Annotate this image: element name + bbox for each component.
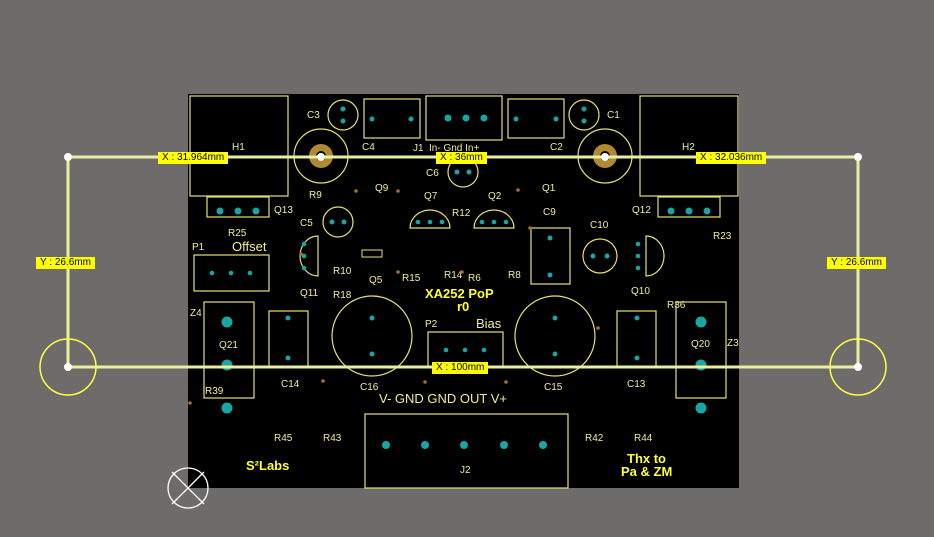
- label-c2: C2: [550, 142, 563, 153]
- label-z3: Z3: [727, 338, 739, 349]
- resistor-r10[interactable]: [361, 249, 383, 258]
- transistor-q21[interactable]: Q21: [203, 301, 255, 414]
- label-c16: C16: [360, 382, 379, 393]
- label-c10: C10: [590, 220, 609, 231]
- transistor-q2[interactable]: [473, 209, 515, 229]
- label-r44: R44: [634, 433, 653, 444]
- label-j1-pins: In- Gnd In+: [429, 143, 479, 154]
- label-q2: Q2: [488, 191, 502, 202]
- label-h2: H2: [682, 142, 695, 153]
- label-r10: R10: [333, 266, 352, 277]
- label-r8: R8: [508, 270, 521, 281]
- label-r45: R45: [274, 433, 293, 444]
- label-r39: R39: [205, 386, 224, 397]
- capacitor-c16[interactable]: C16: [331, 295, 413, 393]
- label-j2: J2: [460, 465, 471, 476]
- capacitor-c1[interactable]: C1: [568, 99, 620, 131]
- heatsink-h2[interactable]: H2: [639, 95, 739, 197]
- label-q7: Q7: [424, 191, 438, 202]
- measure-tag-top-left[interactable]: X : 31.964mm: [158, 152, 229, 164]
- capacitor-c2[interactable]: C2: [507, 98, 565, 153]
- label-c13: C13: [627, 379, 646, 390]
- label-q13: Q13: [274, 205, 293, 216]
- transistor-q13[interactable]: Q13: [206, 196, 293, 218]
- label-q11: Q11: [300, 288, 319, 299]
- board-logo: S²Labs: [246, 458, 289, 473]
- label-r42: R42: [585, 433, 604, 444]
- transistor-q12[interactable]: Q12: [632, 196, 721, 218]
- measure-tag-left[interactable]: Y : 26.6mm: [36, 257, 95, 269]
- capacitor-c4[interactable]: C4: [362, 98, 421, 153]
- label-c3: C3: [307, 110, 320, 121]
- label-c6: C6: [426, 168, 439, 179]
- label-r15: R15: [402, 273, 421, 284]
- measure-tag-top-right[interactable]: X : 32.036mm: [696, 152, 767, 164]
- label-z4: Z4: [190, 308, 202, 319]
- trimmer-p1[interactable]: P1 Offset: [192, 239, 270, 292]
- label-q10: Q10: [631, 286, 650, 297]
- label-r6: R6: [468, 273, 481, 284]
- label-p1: P1: [192, 242, 205, 253]
- label-offset: Offset: [232, 239, 267, 254]
- label-c14: C14: [281, 379, 300, 390]
- measurement-overlay[interactable]: [39, 153, 887, 396]
- label-j1: J1: [413, 143, 424, 154]
- credit-line-2: Pa & ZM: [621, 464, 672, 479]
- label-r14: R14: [444, 270, 463, 281]
- measure-tag-right[interactable]: Y : 26.6mm: [827, 257, 886, 269]
- connector-j1[interactable]: J1 In- Gnd In+: [413, 95, 503, 154]
- label-j2-pins: V- GND GND OUT V+: [379, 391, 507, 406]
- label-r43: R43: [323, 433, 342, 444]
- label-q12: Q12: [632, 205, 651, 216]
- label-c5: C5: [300, 218, 313, 229]
- label-r23: R23: [713, 231, 732, 242]
- label-r9: R9: [309, 190, 322, 201]
- transistor-q10[interactable]: Q10: [631, 235, 665, 297]
- origin-crosshair-icon[interactable]: [167, 467, 209, 509]
- trimmer-p2[interactable]: P2 Bias: [425, 316, 504, 368]
- board-revision: r0: [457, 299, 469, 314]
- capacitor-c5[interactable]: C5: [300, 206, 354, 238]
- credit-line-1: Thx to: [627, 451, 666, 466]
- connector-j2[interactable]: J2: [364, 413, 569, 489]
- label-p2: P2: [425, 319, 438, 330]
- label-c4: C4: [362, 142, 375, 153]
- board-title: XA252 PoP: [425, 286, 494, 301]
- heatsink-h1[interactable]: H1: [189, 95, 289, 197]
- label-q5: Q5: [369, 275, 383, 286]
- label-h1: H1: [232, 142, 245, 153]
- transistor-q11[interactable]: Q11: [299, 235, 319, 299]
- capacitor-c15[interactable]: C15: [514, 295, 596, 393]
- label-r12: R12: [452, 208, 471, 219]
- label-bias: Bias: [476, 316, 502, 331]
- label-c15: C15: [544, 382, 563, 393]
- measure-tag-top-center[interactable]: X : 36mm: [436, 152, 487, 164]
- transistor-q7[interactable]: [409, 209, 451, 229]
- label-c9: C9: [543, 207, 556, 218]
- capacitor-c9[interactable]: C9: [530, 207, 571, 285]
- label-q1: Q1: [542, 183, 556, 194]
- label-r25: R25: [228, 228, 247, 239]
- measure-tag-bottom[interactable]: X : 100mm: [432, 362, 489, 374]
- capacitor-c10[interactable]: C10: [582, 220, 618, 274]
- label-c1: C1: [607, 110, 620, 121]
- label-q21: Q21: [219, 340, 238, 351]
- label-r18: R18: [333, 290, 352, 301]
- capacitor-c3[interactable]: C3: [307, 99, 359, 131]
- label-q20: Q20: [691, 339, 710, 350]
- label-q9: Q9: [375, 183, 389, 194]
- vias: [188, 188, 600, 405]
